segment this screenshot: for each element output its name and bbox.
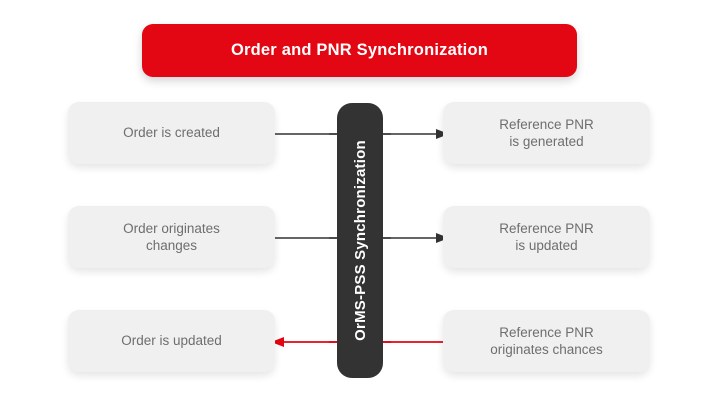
node-order-is-created[interactable]: Order is created <box>68 102 275 164</box>
node-reference-pnr-is-generated[interactable]: Reference PNR is generated <box>443 102 650 164</box>
node-reference-pnr-originates-chances[interactable]: Reference PNR originates chances <box>443 310 650 372</box>
node-label: Order is updated <box>121 333 222 349</box>
sync-bar: OrMS-PSS Synchronization <box>337 103 383 378</box>
sync-bar-label: OrMS-PSS Synchronization <box>351 140 369 341</box>
node-label-line1: Reference PNR <box>499 220 594 236</box>
node-label: Order originates changes <box>115 220 228 255</box>
diagram-title-banner: Order and PNR Synchronization <box>142 24 577 77</box>
node-label-line2: changes <box>145 238 198 253</box>
node-reference-pnr-is-updated[interactable]: Reference PNR is updated <box>443 206 650 268</box>
node-label-line1: Order originates <box>123 220 220 236</box>
diagram-title-text: Order and PNR Synchronization <box>231 41 488 59</box>
node-label-line1: Reference PNR <box>499 324 594 340</box>
node-label: Reference PNR is updated <box>491 220 602 255</box>
node-label-line2: is updated <box>515 238 578 253</box>
node-label: Order is created <box>123 125 220 141</box>
node-label-line1: Reference PNR <box>499 116 594 132</box>
node-label-line2: originates chances <box>490 342 603 357</box>
node-label: Reference PNR is generated <box>491 116 602 151</box>
node-label: Reference PNR originates chances <box>482 324 611 359</box>
node-order-is-updated[interactable]: Order is updated <box>68 310 275 372</box>
node-order-originates-changes[interactable]: Order originates changes <box>68 206 275 268</box>
node-label-line2: is generated <box>509 134 584 149</box>
